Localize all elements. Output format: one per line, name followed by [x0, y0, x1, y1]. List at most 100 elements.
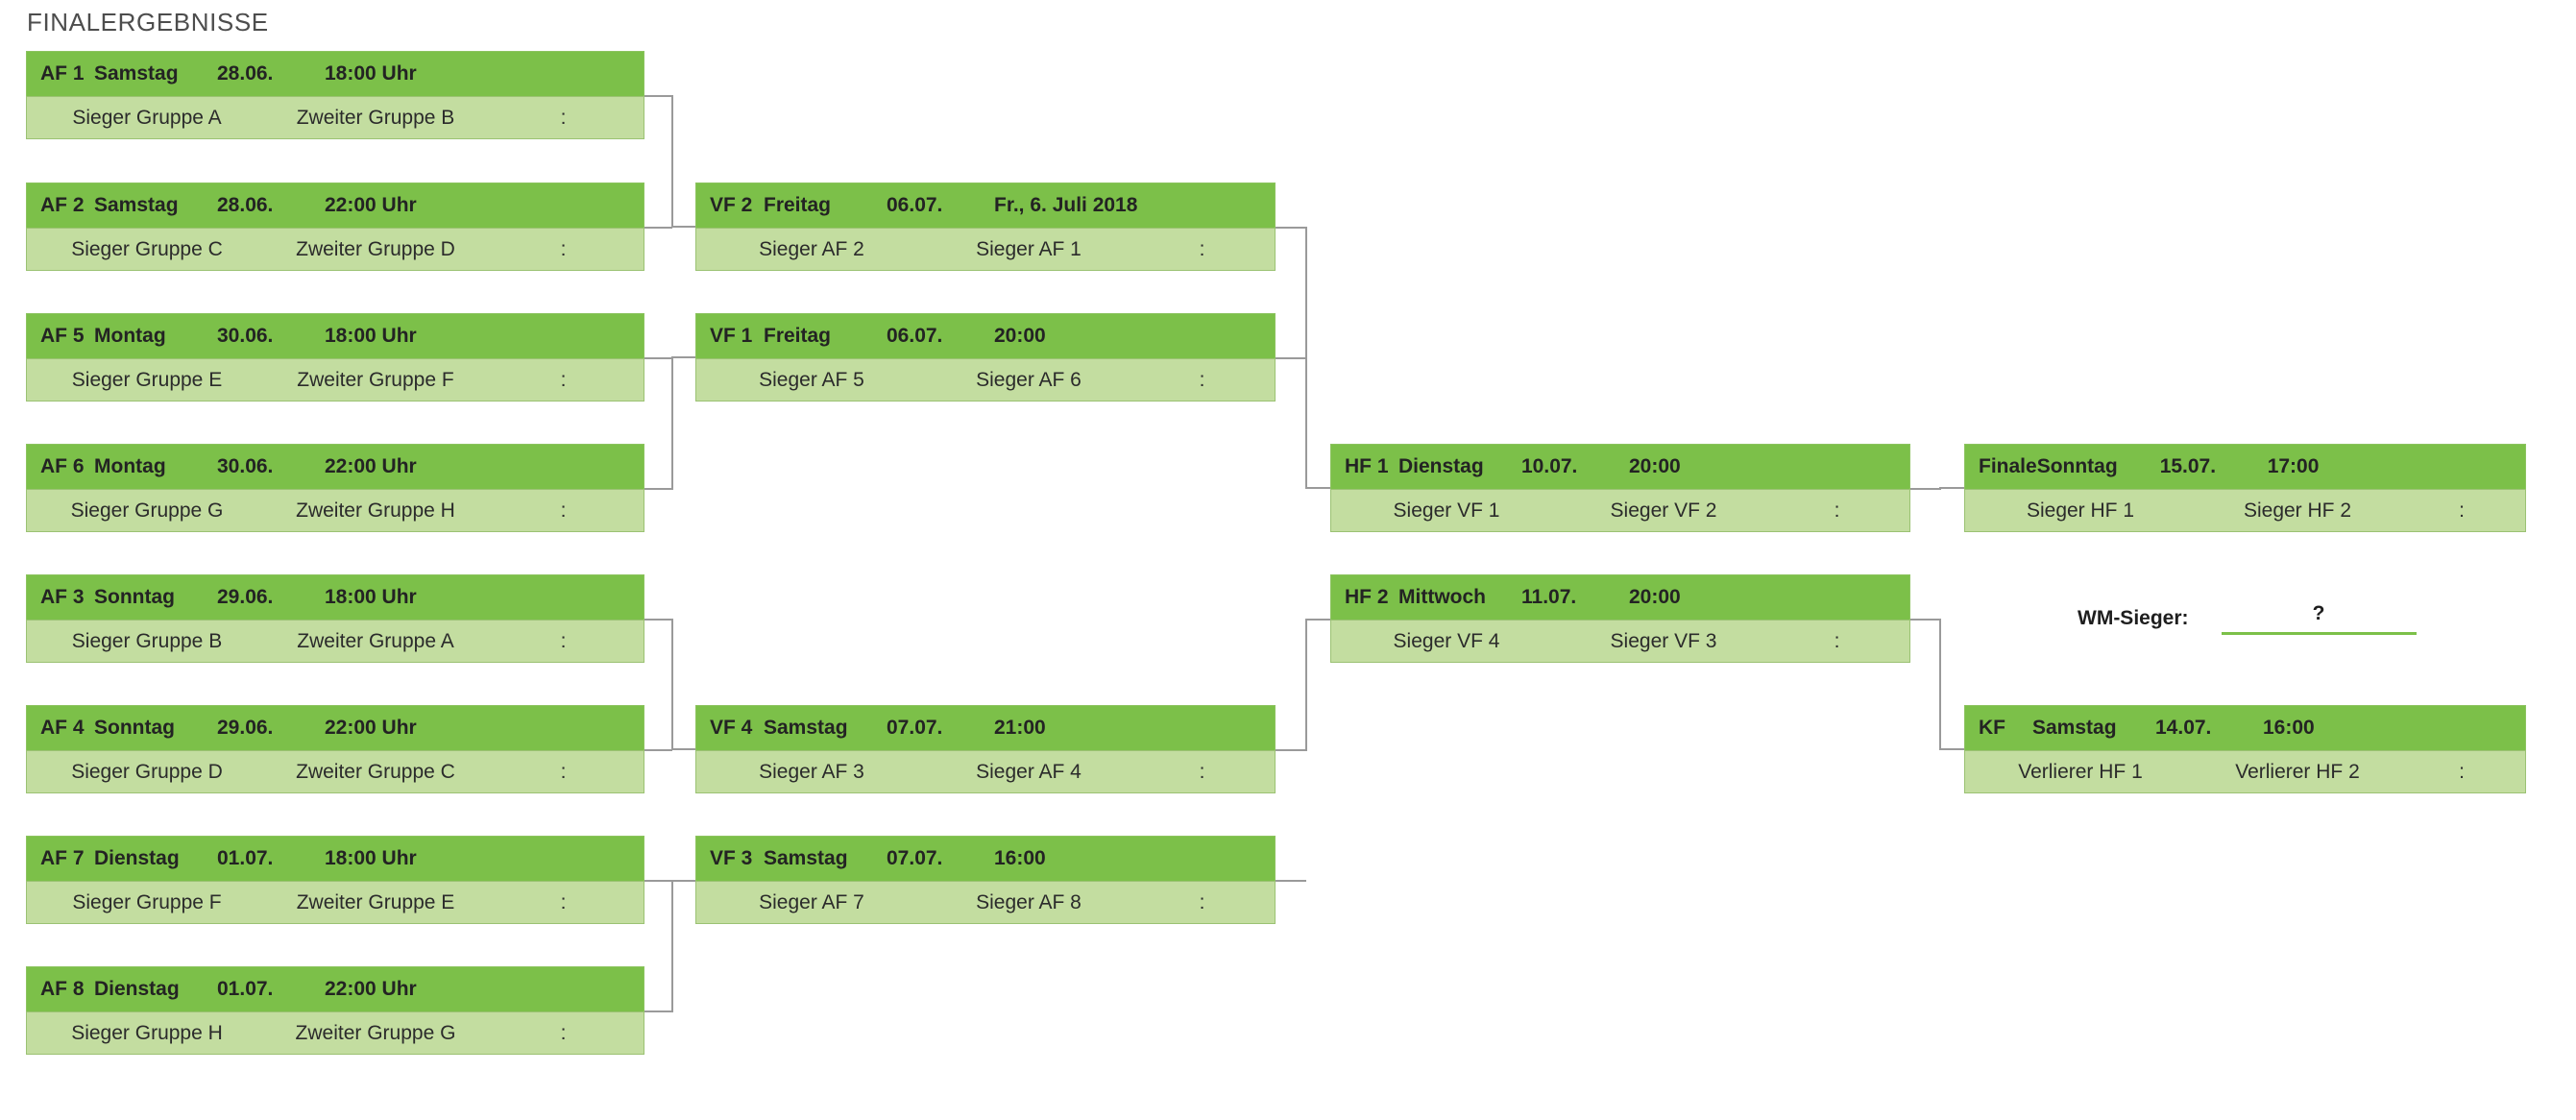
team-home: Sieger Gruppe A — [72, 106, 222, 129]
match-day: Montag — [94, 325, 166, 347]
match-score[interactable]: : — [2459, 760, 2466, 783]
team-away: Sieger AF 6 — [976, 368, 1081, 391]
match-body: Sieger Gruppe F Zweiter Gruppe E : — [26, 881, 644, 924]
champion-block: WM-Sieger: ? — [1964, 574, 2526, 663]
match-score[interactable]: : — [560, 237, 568, 260]
match-day: Samstag — [94, 194, 179, 216]
match-body: Sieger AF 2 Sieger AF 1 : — [695, 228, 1276, 271]
match-day: Dienstag — [94, 847, 180, 869]
match-day: Dienstag — [1398, 455, 1484, 477]
match-code: VF 2 — [710, 194, 753, 216]
match-header: VF 2 Freitag 06.07. Fr., 6. Juli 2018 — [695, 183, 1276, 228]
team-home: Sieger AF 5 — [759, 368, 864, 391]
match-box-vf-1[interactable]: VF 1 Freitag 06.07. 20:00 Sieger AF 5 Si… — [695, 313, 1276, 402]
team-away: Sieger AF 4 — [976, 760, 1081, 783]
match-header: AF 4 Sonntag 29.06. 22:00 Uhr — [26, 705, 644, 750]
match-score[interactable]: : — [560, 760, 568, 783]
team-away: Zweiter Gruppe H — [296, 499, 455, 522]
match-score[interactable]: : — [1199, 760, 1206, 783]
match-box-af-3[interactable]: AF 3 Sonntag 29.06. 18:00 Uhr Sieger Gru… — [26, 574, 644, 663]
team-away: Verlierer HF 2 — [2235, 760, 2360, 783]
match-box-hf-1[interactable]: HF 1 Dienstag 10.07. 20:00 Sieger VF 1 S… — [1330, 444, 1910, 532]
team-away: Zweiter Gruppe G — [295, 1021, 456, 1044]
match-score[interactable]: : — [1834, 629, 1841, 652]
match-score[interactable]: : — [560, 368, 568, 391]
match-box-vf-2[interactable]: VF 2 Freitag 06.07. Fr., 6. Juli 2018 Si… — [695, 183, 1276, 271]
match-box-hf-2[interactable]: HF 2 Mittwoch 11.07. 20:00 Sieger VF 4 S… — [1330, 574, 1910, 663]
match-code: VF 3 — [710, 847, 753, 869]
match-box-af-8[interactable]: AF 8 Dienstag 01.07. 22:00 Uhr Sieger Gr… — [26, 966, 644, 1055]
match-score[interactable]: : — [560, 499, 568, 522]
match-date: 10.07. — [1521, 455, 1578, 477]
team-away: Zweiter Gruppe A — [297, 629, 454, 652]
team-home: Sieger Gruppe B — [71, 629, 223, 652]
team-home: Sieger AF 3 — [759, 760, 864, 783]
team-home: Sieger VF 1 — [1393, 499, 1500, 522]
match-body: Sieger Gruppe A Zweiter Gruppe B : — [26, 96, 644, 139]
match-body: Verlierer HF 1 Verlierer HF 2 : — [1964, 750, 2526, 793]
team-away: Sieger VF 2 — [1610, 499, 1717, 522]
match-box-af-7[interactable]: AF 7 Dienstag 01.07. 18:00 Uhr Sieger Gr… — [26, 836, 644, 924]
match-score[interactable]: : — [560, 890, 568, 913]
match-time: Fr., 6. Juli 2018 — [994, 194, 1138, 216]
match-score[interactable]: : — [1834, 499, 1841, 522]
match-code: AF 3 — [40, 586, 85, 608]
match-time: 16:00 — [2263, 717, 2315, 739]
match-box-finale[interactable]: Finale Sonntag 15.07. 17:00 Sieger HF 1 … — [1964, 444, 2526, 532]
match-day: Freitag — [764, 194, 832, 216]
match-body: Sieger Gruppe E Zweiter Gruppe F : — [26, 358, 644, 402]
match-date: 28.06. — [217, 194, 274, 216]
match-code: Finale — [1979, 455, 2037, 477]
match-date: 06.07. — [887, 194, 943, 216]
match-body: Sieger Gruppe B Zweiter Gruppe A : — [26, 620, 644, 663]
match-time: 22:00 Uhr — [325, 717, 417, 739]
match-code: AF 5 — [40, 325, 85, 347]
match-score[interactable]: : — [1199, 890, 1206, 913]
match-box-af-6[interactable]: AF 6 Montag 30.06. 22:00 Uhr Sieger Grup… — [26, 444, 644, 532]
match-box-vf-4[interactable]: VF 4 Samstag 07.07. 21:00 Sieger AF 3 Si… — [695, 705, 1276, 793]
match-box-af-2[interactable]: AF 2 Samstag 28.06. 22:00 Uhr Sieger Gru… — [26, 183, 644, 271]
match-day: Montag — [94, 455, 166, 477]
match-box-kf[interactable]: KF Samstag 14.07. 16:00 Verlierer HF 1 V… — [1964, 705, 2526, 793]
match-body: Sieger VF 4 Sieger VF 3 : — [1330, 620, 1910, 663]
match-day: Samstag — [764, 847, 848, 869]
match-time: 17:00 — [2267, 455, 2320, 477]
match-box-af-4[interactable]: AF 4 Sonntag 29.06. 22:00 Uhr Sieger Gru… — [26, 705, 644, 793]
team-away: Zweiter Gruppe C — [296, 760, 455, 783]
match-date: 14.07. — [2155, 717, 2212, 739]
team-away: Sieger VF 3 — [1610, 629, 1717, 652]
match-box-af-5[interactable]: AF 5 Montag 30.06. 18:00 Uhr Sieger Grup… — [26, 313, 644, 402]
match-score[interactable]: : — [560, 629, 568, 652]
team-home: Sieger Gruppe C — [71, 237, 223, 260]
match-time: 21:00 — [994, 717, 1046, 739]
team-home: Sieger HF 1 — [2026, 499, 2135, 522]
team-away: Zweiter Gruppe B — [296, 106, 455, 129]
match-code: AF 8 — [40, 978, 85, 1000]
team-away: Sieger HF 2 — [2243, 499, 2352, 522]
match-date: 29.06. — [217, 717, 274, 739]
match-score[interactable]: : — [1199, 368, 1206, 391]
match-score[interactable]: : — [560, 106, 568, 129]
match-body: Sieger AF 3 Sieger AF 4 : — [695, 750, 1276, 793]
match-time: 20:00 — [994, 325, 1046, 347]
match-code: AF 4 — [40, 717, 85, 739]
match-score[interactable]: : — [560, 1021, 568, 1044]
match-score[interactable]: : — [1199, 237, 1206, 260]
match-day: Sonntag — [94, 717, 175, 739]
match-box-vf-3[interactable]: VF 3 Samstag 07.07. 16:00 Sieger AF 7 Si… — [695, 836, 1276, 924]
match-code: KF — [1979, 717, 2005, 739]
match-time: 22:00 Uhr — [325, 194, 417, 216]
match-code: AF 2 — [40, 194, 85, 216]
match-date: 28.06. — [217, 62, 274, 85]
match-day: Dienstag — [94, 978, 180, 1000]
team-home: Sieger AF 7 — [759, 890, 864, 913]
match-date: 11.07. — [1521, 586, 1577, 608]
team-home: Sieger Gruppe F — [72, 890, 222, 913]
match-box-af-1[interactable]: AF 1 Samstag 28.06. 18:00 Uhr Sieger Gru… — [26, 51, 644, 139]
champion-value[interactable]: ? — [2221, 602, 2417, 635]
match-score[interactable]: : — [2459, 499, 2466, 522]
team-away: Sieger AF 8 — [976, 890, 1081, 913]
match-time: 20:00 — [1629, 586, 1681, 608]
